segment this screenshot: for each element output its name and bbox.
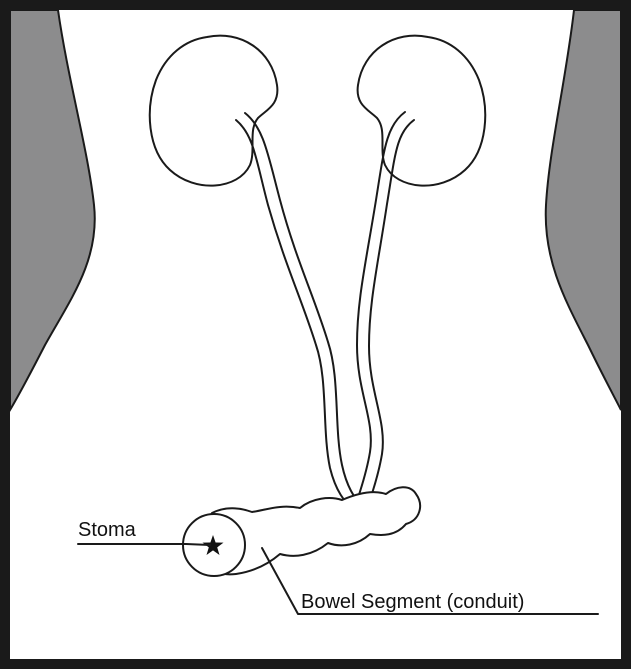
stoma-label: Stoma xyxy=(78,519,137,541)
frame-border xyxy=(5,5,626,664)
stoma-leader-line xyxy=(78,544,210,545)
bowel-segment-label: Bowel Segment (conduit) xyxy=(301,591,524,613)
